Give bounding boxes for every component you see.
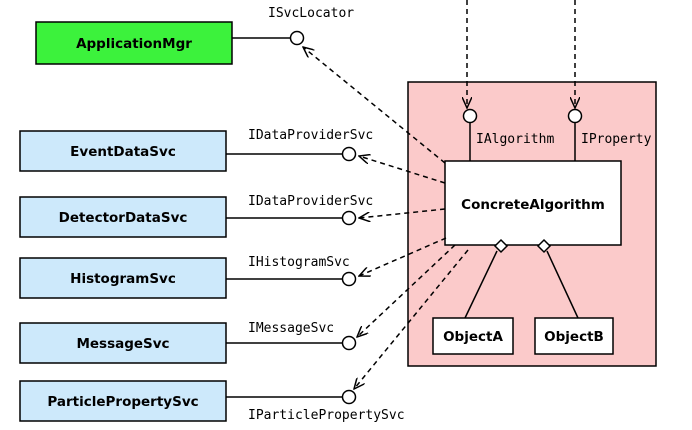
object-b-box: ObjectB <box>534 317 614 355</box>
property-interface: IProperty <box>567 108 652 161</box>
particle-property-dependency-arrow <box>354 249 469 389</box>
message-svc-rect <box>19 322 227 364</box>
application-mgr-box: ApplicationMgr <box>35 21 233 65</box>
event-data-dependency-arrow <box>359 156 446 184</box>
application-mgr-label: ApplicationMgr <box>76 36 192 52</box>
service-particle-property: ParticlePropertySvc IParticlePropertySvc <box>19 380 405 423</box>
detector-data-svc-rect <box>19 196 227 238</box>
detector-data-socket <box>341 210 357 226</box>
detector-data-interface-label: IDataProviderSvc <box>248 194 373 209</box>
algorithm-interface: IAlgorithm <box>462 108 554 161</box>
svc-locator-interface: ISvcLocator <box>232 6 354 46</box>
object-a-diamond <box>493 238 509 254</box>
message-socket <box>341 335 357 351</box>
object-a-label: ObjectA <box>443 329 503 345</box>
particle-property-socket <box>341 389 357 405</box>
concrete-algorithm-box: ConcreteAlgorithm <box>444 160 622 246</box>
svc-locator-label: ISvcLocator <box>268 6 354 21</box>
detector-data-svc-label: DetectorDataSvc <box>59 210 188 226</box>
property-socket <box>567 108 583 124</box>
histogram-svc-rect <box>19 257 227 299</box>
concrete-algorithm-label: ConcreteAlgorithm <box>461 197 605 213</box>
object-a-rect <box>432 317 514 355</box>
histogram-dependency-arrow <box>359 237 447 276</box>
object-a-composition-line <box>464 250 498 319</box>
property-interface-label: IProperty <box>581 132 652 147</box>
service-message: MessageSvc IMessageSvc <box>19 321 357 364</box>
object-b-label: ObjectB <box>544 329 604 345</box>
service-detector-data: DetectorDataSvc IDataProviderSvc <box>19 194 373 238</box>
object-b-rect <box>534 317 614 355</box>
detector-data-dependency-arrow <box>359 208 446 218</box>
histogram-interface-label: IHistogramSvc <box>248 255 350 270</box>
event-data-svc-label: EventDataSvc <box>70 144 176 160</box>
object-b-diamond <box>536 238 552 254</box>
particle-property-svc-rect <box>19 380 227 422</box>
event-data-socket <box>341 146 357 162</box>
service-event-data: EventDataSvc IDataProviderSvc <box>19 128 373 172</box>
particle-property-svc-label: ParticlePropertySvc <box>47 394 198 410</box>
application-mgr-rect <box>35 21 233 65</box>
message-svc-label: MessageSvc <box>76 336 169 352</box>
concrete-algorithm-rect <box>444 160 622 246</box>
histogram-svc-label: HistogramSvc <box>70 271 176 287</box>
algorithm-interface-label: IAlgorithm <box>476 132 554 147</box>
message-interface-label: IMessageSvc <box>248 321 334 336</box>
event-data-interface-label: IDataProviderSvc <box>248 128 373 143</box>
histogram-socket <box>341 271 357 287</box>
algorithm-socket <box>462 108 478 124</box>
service-histogram: HistogramSvc IHistogramSvc <box>19 255 357 299</box>
message-dependency-arrow <box>357 244 456 337</box>
svc-locator-dependency-arrow <box>303 47 446 164</box>
particle-property-interface-label: IParticlePropertySvc <box>248 408 405 423</box>
object-a-box: ObjectA <box>432 317 514 355</box>
event-data-svc-rect <box>19 130 227 172</box>
object-b-composition-line <box>546 250 579 319</box>
svc-locator-socket <box>289 30 305 46</box>
